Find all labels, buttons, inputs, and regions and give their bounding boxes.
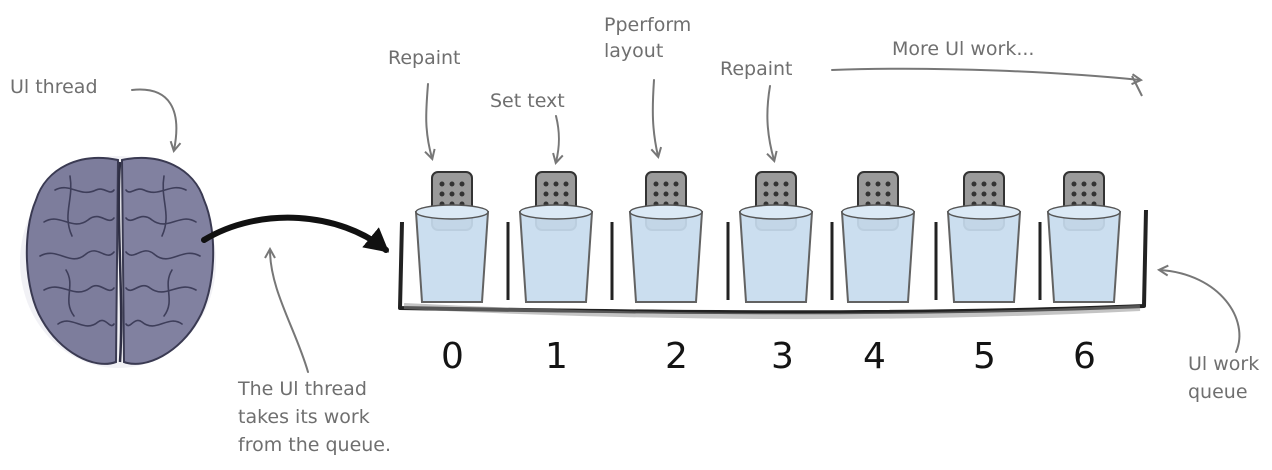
perform-layout-line-2: layout [604, 40, 664, 62]
perform-layout-label: Pperform layout [604, 12, 691, 64]
slot-6-cup [1046, 171, 1122, 303]
work-queue-line-1: Ul work [1188, 353, 1260, 375]
takes-work-line-1: The Ul thread [238, 378, 367, 400]
repaint-label-slot-3: Repaint [720, 58, 793, 80]
perform-layout-arrow [653, 79, 658, 156]
repaint-0-arrow [426, 83, 432, 158]
slot-number-0: 0 [441, 336, 464, 377]
ui-thread-arrow [131, 88, 176, 150]
brain-icon [20, 156, 216, 368]
slot-0-cup [414, 171, 490, 303]
takes-work-line-3: from the queue. [238, 434, 392, 456]
perform-layout-line-1: Pperform [604, 14, 692, 36]
takes-work-line-2: takes its work [238, 406, 370, 428]
more-work-arrow-tail [1131, 75, 1143, 97]
queue-shelf [398, 209, 1148, 320]
slot-5-cup [946, 171, 1022, 303]
work-queue-line-2: queue [1188, 381, 1248, 403]
slot-2-cup [628, 171, 704, 303]
ui-work-queue-label: Ul work queue [1188, 350, 1259, 406]
slot-number-3: 3 [771, 336, 794, 377]
slot-number-4: 4 [863, 336, 886, 377]
repaint-3-arrow [767, 85, 774, 160]
more-work-arrow [831, 67, 1140, 80]
slot-number-6: 6 [1073, 336, 1096, 377]
more-ui-work-label: More Ul work... [892, 38, 1035, 60]
ui-thread-label: Ul thread [10, 76, 98, 98]
work-queue-arrow [1160, 270, 1241, 353]
slot-number-5: 5 [973, 336, 996, 377]
set-text-arrow [556, 115, 559, 162]
takes-work-arrow [270, 250, 309, 373]
slot-4-cup [840, 171, 916, 303]
brain-to-queue-arrow [201, 214, 390, 253]
slot-number-2: 2 [665, 336, 688, 377]
slot-number-1: 1 [545, 336, 568, 377]
slot-1-cup [518, 171, 594, 303]
set-text-label: Set text [490, 90, 565, 112]
takes-work-label: The Ul thread takes its work from the qu… [238, 375, 391, 459]
repaint-label-slot-0: Repaint [388, 47, 461, 69]
slot-3-cup [738, 171, 814, 303]
